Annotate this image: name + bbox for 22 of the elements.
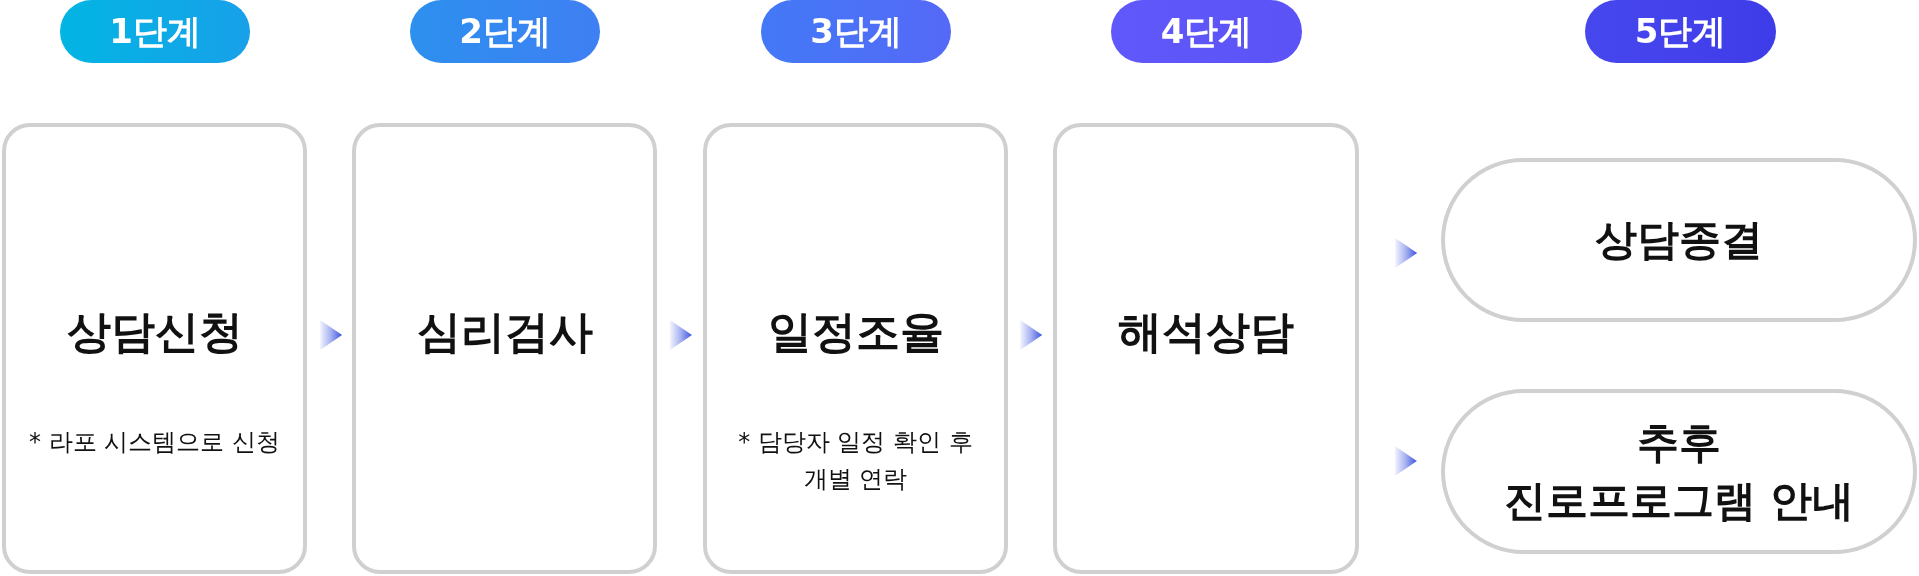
step-title: 상담신청	[66, 305, 243, 359]
arrow	[669, 320, 692, 350]
step-badge: 2단계	[410, 0, 600, 63]
step-note: * 라포 시스템으로 신청	[29, 427, 280, 458]
step-card	[352, 123, 657, 574]
outcome-title: 상담종결	[1595, 214, 1763, 266]
step-badge: 3단계	[761, 0, 951, 63]
step-title: 심리검사	[416, 305, 593, 359]
step-card	[2, 123, 307, 574]
step-card	[703, 123, 1008, 574]
step-badge: 5단계	[1585, 0, 1776, 63]
step-title: 일정조율	[767, 305, 944, 359]
step-badge: 1단계	[60, 0, 250, 63]
step-badge: 4단계	[1111, 0, 1302, 63]
step-title: 해석상담	[1118, 305, 1294, 359]
arrow	[1394, 446, 1417, 476]
arrow	[1395, 238, 1418, 268]
step-note: * 담당자 일정 확인 후 개별 연락	[737, 427, 974, 495]
arrow	[320, 320, 343, 350]
outcome-title: 추후 진로프로그램 안내	[1503, 416, 1855, 527]
arrow	[1020, 320, 1043, 350]
step-card	[1053, 123, 1359, 574]
